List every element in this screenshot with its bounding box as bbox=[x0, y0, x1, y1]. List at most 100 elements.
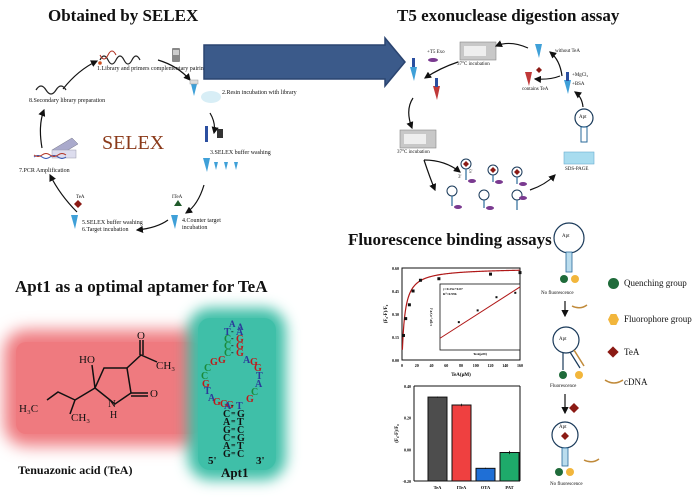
nucleotide: G bbox=[250, 357, 258, 368]
cdna-icon bbox=[604, 379, 624, 384]
selex-step-8: 8.Secondary library preparation bbox=[29, 98, 106, 104]
inset-data-point bbox=[514, 291, 517, 294]
selex-target-label: TeA bbox=[76, 195, 85, 200]
mgcl2-label: +MgCl₂ bbox=[572, 73, 589, 78]
aptamer-five-end: 5' bbox=[208, 455, 217, 467]
nucleotide: G bbox=[218, 355, 226, 366]
without-tea-label: without TeA bbox=[555, 49, 580, 54]
t5-exo-label: +T5 Exo bbox=[427, 50, 445, 55]
x-tick-label: ITeA bbox=[457, 485, 467, 490]
x-tick-label: 0 bbox=[401, 363, 403, 368]
x-tick-label: TeA bbox=[434, 485, 443, 490]
nucleotide: G bbox=[246, 394, 254, 405]
nucleotide: C bbox=[237, 425, 245, 436]
nucleotide: T bbox=[204, 386, 211, 397]
y-tick-label: -0.20 bbox=[403, 479, 411, 484]
state-label-1: No fluorescence bbox=[541, 291, 574, 296]
x-tick-label: 80 bbox=[459, 363, 463, 368]
aptamer-three-end: 3' bbox=[256, 455, 265, 467]
base-pair-bond: - bbox=[231, 341, 234, 350]
aptamer-panel-title: Apt1 as a optimal aptamer for TeA bbox=[15, 277, 268, 296]
mech-apt-label-2: Apt bbox=[559, 337, 567, 342]
state-label-3: No fluorescence bbox=[550, 482, 583, 487]
sds-page-label: SDS-PAGE bbox=[565, 167, 589, 172]
y-tick-label: 0.15 bbox=[392, 335, 399, 340]
nucleotide: A bbox=[229, 319, 236, 329]
x-tick-label: 120 bbox=[488, 363, 494, 368]
atom-h3c: H₃C bbox=[19, 403, 39, 415]
atom-ho: HO bbox=[79, 354, 95, 366]
y-tick-label: 0.20 bbox=[404, 416, 411, 421]
data-point bbox=[437, 277, 441, 281]
nucleotide: C bbox=[223, 409, 231, 420]
nucleotide: G bbox=[236, 341, 244, 352]
inset-data-point bbox=[476, 309, 479, 312]
y-tick-label: 0.45 bbox=[392, 289, 399, 294]
selex-step-3: 3.SELEX buffer washing bbox=[210, 150, 271, 156]
quenching-group-icon bbox=[608, 278, 619, 289]
nucleotide: C bbox=[223, 433, 231, 444]
nucleotide: A bbox=[237, 322, 244, 332]
molecule-highlight bbox=[16, 342, 201, 434]
base-pair-bond: - bbox=[231, 327, 234, 336]
y-tick-label: 0.30 bbox=[392, 312, 399, 317]
fluorescence-panel-title: Fluorescence binding assays bbox=[348, 230, 552, 249]
nucleotide: C bbox=[224, 348, 232, 359]
base-pair-bond: = bbox=[231, 449, 236, 458]
nucleotide: A bbox=[223, 441, 231, 452]
nucleotide: G bbox=[223, 425, 231, 436]
contains-tea-label: contains TeA bbox=[522, 87, 549, 92]
x-tick-label: OTA bbox=[481, 485, 491, 490]
incubation-top-label: 37°C incubation bbox=[457, 62, 490, 67]
y-axis-label: (F₀-F)/F₀ bbox=[395, 424, 400, 443]
base-pair-bond: = bbox=[231, 433, 236, 442]
x-tick-label: 60 bbox=[444, 363, 448, 368]
nucleotide: T bbox=[236, 401, 243, 412]
atom-ch3-bottom: CH₃ bbox=[71, 412, 91, 424]
nucleotide: T bbox=[256, 371, 263, 382]
nucleotide: G bbox=[213, 397, 221, 408]
data-point bbox=[407, 303, 411, 307]
nucleotide: T bbox=[237, 417, 244, 428]
atom-o-right: O bbox=[150, 388, 158, 400]
state-label-2: Fluorescence bbox=[550, 384, 577, 389]
nucleotide: T bbox=[224, 327, 231, 338]
inset-x-label: TeA(μM) bbox=[473, 352, 488, 356]
data-point bbox=[489, 272, 492, 276]
atom-o-top: O bbox=[137, 330, 145, 342]
nucleotide: G bbox=[237, 409, 245, 420]
nucleotide: C bbox=[204, 363, 212, 374]
inset-data-point bbox=[495, 296, 498, 299]
nucleotide: G bbox=[223, 449, 231, 460]
five-prime-label: 5' bbox=[469, 170, 473, 175]
nucleotide: A bbox=[224, 401, 232, 412]
inset-annotation: R²=0.996 bbox=[443, 292, 457, 296]
base-pair-bond: - bbox=[231, 334, 234, 343]
incubation-bottom-label: 37°C incubation bbox=[397, 150, 430, 155]
aptamer-name: Apt1 bbox=[221, 465, 249, 480]
legend-label: Quenching group bbox=[624, 278, 687, 288]
nucleotide: A bbox=[208, 393, 216, 404]
x-tick-label: PAT bbox=[505, 485, 513, 490]
nucleotide: A bbox=[243, 355, 251, 366]
legend-label: TeA bbox=[624, 347, 640, 357]
mech-apt-label-3: Apt bbox=[559, 425, 567, 430]
atom-n: N bbox=[108, 398, 116, 410]
nucleotide: G bbox=[236, 334, 244, 345]
selex-step-6: 6.Target incubation bbox=[82, 227, 129, 233]
bsa-label: +BSA bbox=[572, 82, 585, 87]
selex-center-label: SELEX bbox=[102, 132, 165, 154]
selex-step-2: 2.Resin incubation with library bbox=[222, 90, 297, 96]
inset-annotation: y=0.25x+0.07 bbox=[443, 287, 463, 291]
y-tick-label: 0.00 bbox=[392, 358, 399, 363]
